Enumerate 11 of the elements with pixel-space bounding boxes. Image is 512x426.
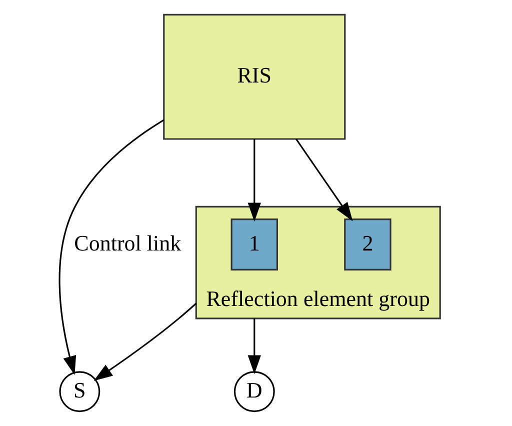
node-box: RIS [163, 14, 346, 140]
node-box: 1 [230, 218, 278, 270]
node-circle: D [234, 371, 275, 412]
arrow [94, 302, 197, 381]
arrow [248, 139, 261, 222]
arrow [296, 138, 353, 222]
node-circle: S [59, 371, 100, 412]
edge-label: Control link [74, 230, 182, 256]
arrow [248, 318, 261, 374]
node-box: 2 [344, 218, 392, 270]
arrow [58, 119, 164, 375]
